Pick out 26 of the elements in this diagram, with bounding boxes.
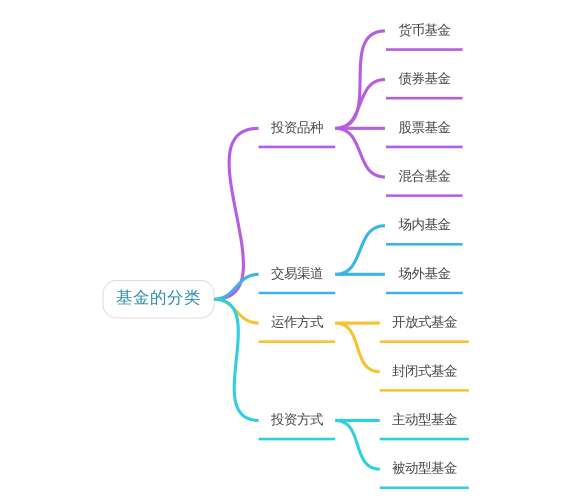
connector [335,78,386,130]
connector [214,298,259,422]
node-text: 混合基金 [398,169,450,184]
connector [334,29,386,130]
connector [335,126,385,130]
node-text: 运作方式 [270,316,323,331]
node-text: 场外基金 [398,266,450,282]
connector [335,126,386,178]
node-text: 投资方式 [270,412,323,428]
node-box: 基金的分类 [102,280,215,318]
connector [214,126,259,301]
node-text: 股票基金 [398,120,450,136]
node-text: 债券基金 [398,72,450,88]
node-text: 交易渠道 [270,266,323,282]
node-text: 被动型基金 [392,462,457,477]
node-text: 场内基金 [398,218,450,234]
node-text: 主动型基金 [392,412,457,428]
connector [335,224,386,276]
node-text: 开放式基金 [392,316,457,331]
connector [334,418,380,471]
node-text: 货币基金 [398,23,450,38]
connector [335,272,385,276]
node-text: 投资品种 [270,120,323,136]
connector [334,322,380,374]
node-text: 封闭式基金 [392,364,457,380]
connector [214,272,259,301]
